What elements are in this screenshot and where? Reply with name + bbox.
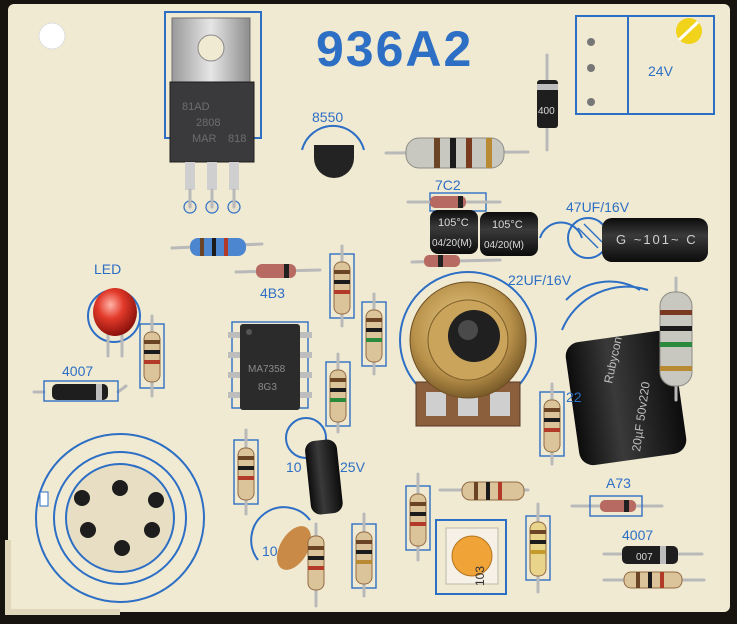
label-10: 10	[286, 459, 302, 475]
diode-a73	[600, 500, 636, 512]
cap-big-rubycon	[565, 330, 687, 466]
regulator-body	[169, 81, 255, 163]
resistor-bottom2	[351, 512, 377, 598]
svg-text:007: 007	[636, 552, 653, 563]
resistor-socket	[233, 428, 259, 516]
diode-4b3	[256, 264, 296, 278]
svg-text:81AD: 81AD	[182, 101, 210, 113]
mount-hole	[38, 22, 66, 50]
diode-4007-left	[52, 384, 108, 400]
resistor-right-pot	[539, 382, 565, 466]
svg-text:MA7358: MA7358	[248, 364, 286, 375]
label-8550: 8550	[312, 109, 343, 125]
label-4b3: 4B3	[260, 285, 285, 301]
socket	[65, 463, 175, 573]
resistor-blue	[190, 238, 246, 256]
label-7c2: 7C2	[435, 177, 461, 193]
resistor-horizontal-mid	[438, 481, 530, 501]
label-4007-left: 4007	[62, 363, 93, 379]
led-red	[93, 288, 137, 336]
resistor-bottom-right	[623, 571, 683, 589]
svg-text:105°C: 105°C	[438, 217, 469, 229]
label-25v: 25V	[340, 459, 366, 475]
label-4007-right: 4007	[622, 527, 653, 543]
resistor-bottom1	[307, 522, 325, 608]
cap-black-left	[430, 210, 478, 254]
svg-text:04/20(M): 04/20(M)	[484, 240, 524, 251]
connector-outline	[575, 15, 715, 115]
diode-top	[537, 80, 558, 128]
label-led: LED	[94, 261, 121, 277]
svg-text:103: 103	[473, 566, 487, 586]
svg-text:04/20(M): 04/20(M)	[432, 238, 472, 249]
resistor-yellow	[525, 502, 551, 594]
label-24v: 24V	[648, 63, 674, 79]
resistor-v3	[325, 352, 351, 434]
svg-text:G ~101~ C: G ~101~ C	[616, 232, 698, 247]
resistor-v2	[361, 292, 387, 376]
diode-7c2	[430, 196, 466, 208]
label-22: 22	[566, 389, 582, 405]
label-a73: A73	[606, 475, 631, 491]
svg-text:8G3: 8G3	[258, 382, 277, 393]
ic-chip	[240, 324, 300, 410]
resistor-v1	[329, 244, 355, 328]
resistor-power-right	[659, 291, 693, 387]
resistor-bottom3	[405, 472, 431, 562]
svg-text:400: 400	[538, 106, 555, 117]
label-22uf: 22UF/16V	[508, 272, 572, 288]
cap-ceramic-104	[276, 526, 312, 570]
svg-text:105°C: 105°C	[492, 219, 523, 231]
label-47uf: 47UF/16V	[566, 199, 630, 215]
svg-text:MAR: MAR	[192, 133, 217, 145]
cap-10uf	[305, 439, 343, 515]
cap-47uf	[602, 218, 708, 262]
board-title: 936A2	[316, 21, 473, 77]
cap-black-right	[480, 212, 538, 256]
resistor-led	[139, 314, 165, 398]
svg-text:818: 818	[228, 133, 246, 145]
svg-text:2808: 2808	[196, 117, 220, 129]
transistor-8550	[314, 145, 354, 178]
